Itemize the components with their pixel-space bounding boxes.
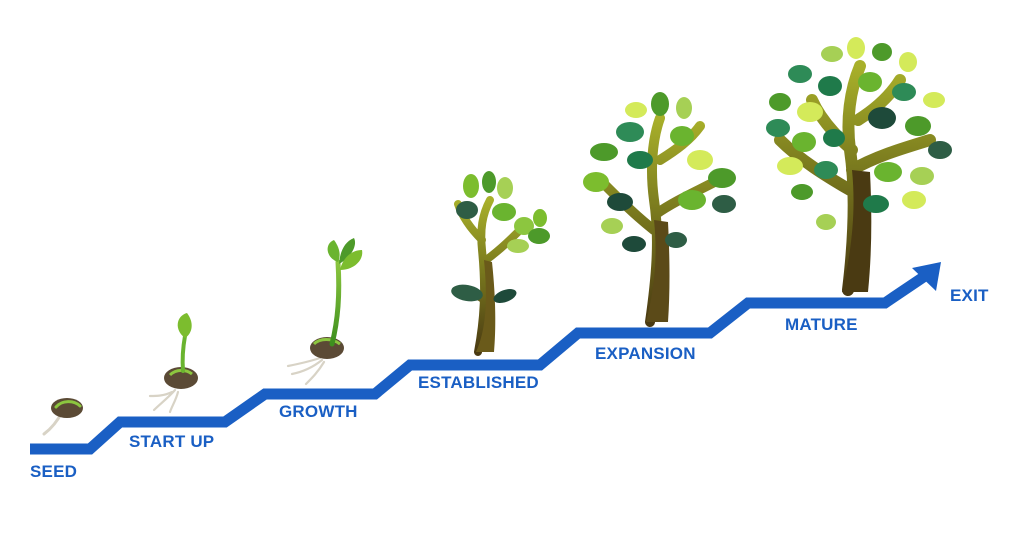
- seed-icon: [42, 398, 83, 436]
- large-tree-icon: [766, 37, 952, 296]
- staircase-path: [30, 262, 941, 455]
- label-established: ESTABLISHED: [418, 373, 539, 392]
- label-mature: MATURE: [785, 315, 858, 334]
- label-growth: GROWTH: [279, 402, 358, 421]
- tree-icon: [583, 92, 736, 327]
- label-start-up: START UP: [129, 432, 215, 451]
- label-expansion: EXPANSION: [595, 344, 696, 363]
- label-exit: EXIT: [950, 286, 989, 305]
- sprout-icon: [148, 313, 198, 414]
- young-tree-icon: [451, 171, 550, 356]
- label-seed: SEED: [30, 462, 78, 481]
- arrow-icon: [912, 262, 941, 291]
- seedling-icon: [286, 238, 363, 386]
